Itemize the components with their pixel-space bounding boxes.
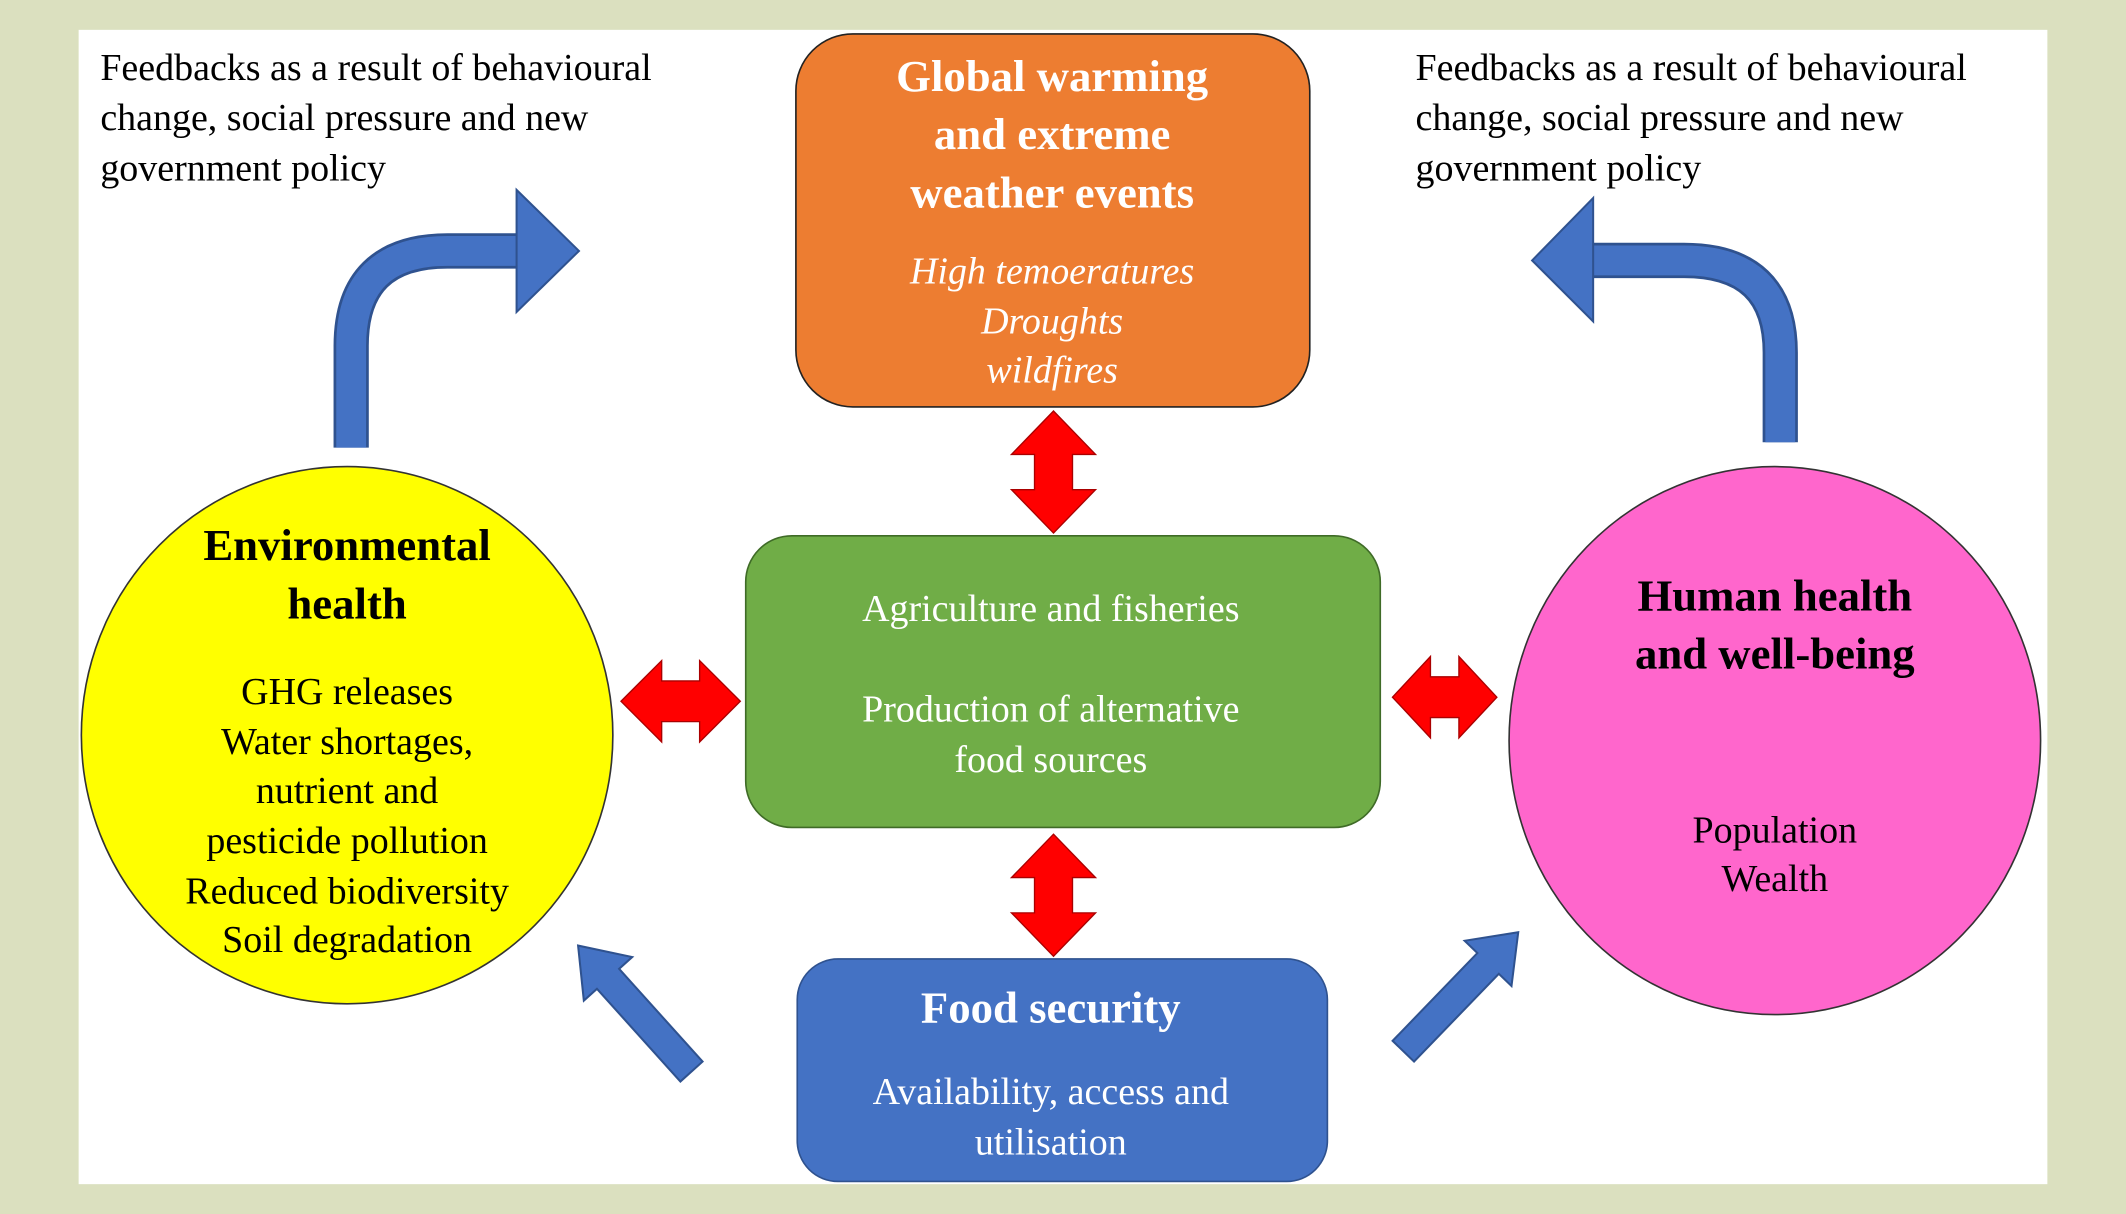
circle-title: health — [287, 579, 406, 629]
box-item: High temoeratures — [909, 250, 1194, 292]
circle-title: Human health — [1637, 570, 1912, 620]
box-title: weather events — [910, 168, 1194, 218]
human-health-circle: Human health and well-being Population W… — [1508, 465, 2042, 1016]
text-line: Feedbacks as a result of behavioural — [1416, 47, 1967, 89]
diagonal-arrow-left-icon — [576, 944, 705, 1083]
agriculture-box: Agriculture and fisheries Production of … — [744, 534, 1382, 829]
double-arrow-left-icon — [620, 658, 742, 744]
circle-item: Wealth — [1722, 858, 1829, 900]
diagonal-arrow-right-icon — [1391, 930, 1520, 1064]
text-line: change, social pressure and new — [100, 97, 589, 139]
text-line: Feedbacks as a result of behavioural — [100, 47, 651, 89]
feedback-text-right: Feedbacks as a result of behavioural cha… — [1416, 47, 1967, 189]
circle-title: Environmental — [203, 520, 491, 570]
box-title: Global warming — [896, 51, 1208, 101]
text-line: government policy — [1416, 147, 1702, 189]
curved-arrow-left-icon — [333, 187, 581, 448]
feedback-text-left: Feedbacks as a result of behavioural cha… — [100, 47, 651, 189]
circle-item: nutrient and — [256, 770, 438, 812]
circle-item: Population — [1693, 809, 1858, 851]
box-item: Availability, access and — [873, 1071, 1229, 1113]
circle-item: Soil degradation — [222, 919, 472, 961]
double-arrow-right-icon — [1391, 654, 1498, 740]
box-title: and extreme — [934, 109, 1170, 159]
box-item: wildfires — [986, 350, 1117, 392]
circle-item: GHG releases — [241, 671, 453, 713]
box-item: Agriculture and fisheries — [862, 588, 1239, 630]
box-item: Production of alternative — [862, 689, 1239, 731]
global-warming-box: Global warming and extreme weather event… — [795, 33, 1311, 408]
text-line: government policy — [100, 147, 386, 189]
circle-item: pesticide pollution — [206, 820, 488, 862]
environmental-health-circle: Environmental health GHG releases Water … — [80, 465, 614, 1005]
box-item: utilisation — [975, 1121, 1127, 1163]
food-security-box: Food security Availability, access and u… — [796, 958, 1329, 1183]
circle-title: and well-being — [1635, 629, 1915, 679]
box-item: food sources — [954, 739, 1147, 781]
text-line: change, social pressure and new — [1416, 97, 1905, 139]
circle-item: Reduced biodiversity — [185, 870, 509, 912]
box-title: Food security — [921, 983, 1181, 1033]
double-arrow-top-icon — [1009, 410, 1098, 535]
curved-arrow-right-icon — [1530, 195, 1798, 443]
circle-item: Water shortages, — [221, 721, 473, 763]
box-item: Droughts — [980, 301, 1123, 343]
double-arrow-bottom-icon — [1009, 833, 1098, 958]
